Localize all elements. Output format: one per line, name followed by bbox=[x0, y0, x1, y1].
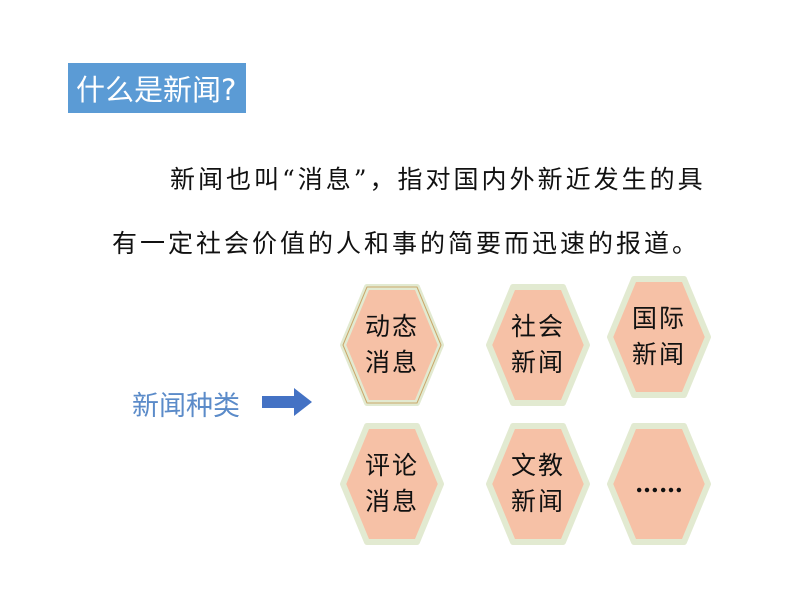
hex-label-line1: 国际 bbox=[631, 304, 686, 333]
hex-label-line2: 消息 bbox=[364, 487, 419, 516]
hex-label-line1: 动态 bbox=[364, 312, 419, 341]
page-title: 什么是新闻? bbox=[76, 73, 237, 107]
title-bar: 什么是新闻? bbox=[68, 63, 246, 113]
hex-news-type: 国际 新闻 bbox=[606, 275, 712, 399]
right-arrow-icon bbox=[262, 388, 312, 416]
hex-news-type: 评论 消息 bbox=[339, 422, 445, 546]
hex-label-line1: 评论 bbox=[364, 451, 419, 480]
hex-news-type: …… bbox=[606, 422, 712, 546]
hex-label-line1: 社会 bbox=[510, 312, 565, 341]
hex-label-line2: 新闻 bbox=[510, 348, 565, 377]
hex-label-line1: …… bbox=[635, 469, 683, 498]
hex-news-type: 社会 新闻 bbox=[485, 283, 591, 407]
definition-paragraph: 新闻也叫“消息”，指对国内外新近发生的具有一定社会价值的人和事的简要而迅速的报道… bbox=[112, 165, 706, 258]
hex-label-line1: 文教 bbox=[510, 451, 565, 480]
hex-label-line2: 新闻 bbox=[631, 340, 686, 369]
hex-news-type: 动态 消息 bbox=[339, 283, 445, 407]
news-types-label: 新闻种类 bbox=[132, 391, 240, 422]
hex-news-type: 文教 新闻 bbox=[485, 422, 591, 546]
hex-label-line2: 消息 bbox=[364, 348, 419, 377]
hex-label-line2: 新闻 bbox=[510, 487, 565, 516]
